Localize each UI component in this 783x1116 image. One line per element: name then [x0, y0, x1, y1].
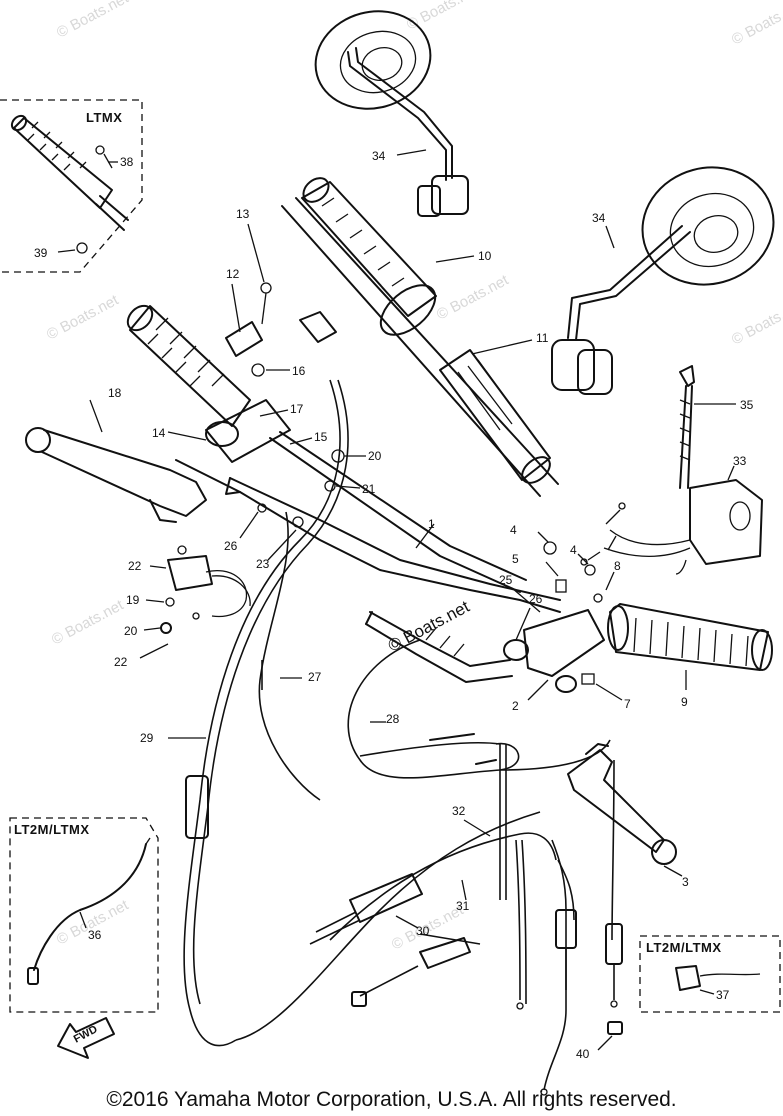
callout-30: 30 [416, 924, 430, 938]
watermark: © Boats.net [729, 0, 783, 49]
callout-29: 29 [140, 731, 154, 745]
lever-holder-12 [205, 399, 291, 463]
callout-23: 22 [128, 559, 142, 573]
callout-25: 25 [499, 573, 513, 587]
callout-7: 8 [614, 559, 621, 573]
clutch-lever-15 [25, 427, 207, 523]
throttle-housing [523, 609, 605, 693]
lt2m-box-label-right: LT2M/LTMX [646, 940, 722, 955]
strap-35 [679, 365, 695, 489]
screw-38 [95, 145, 105, 155]
callout-18: 19 [126, 593, 140, 607]
watermark: © Boats.net [44, 291, 122, 343]
callout-4a: 4 [510, 523, 517, 537]
grip-assembly-9-10 [281, 177, 559, 497]
ltmx-box-label: LTMX [86, 110, 122, 125]
nut-39 [76, 242, 88, 254]
callout-28: 28 [386, 712, 400, 726]
callout-34b: 34 [592, 211, 606, 225]
ltmx-box: LTMX 38 39 [0, 99, 143, 273]
watermark-dark: © Boats.net [385, 597, 473, 656]
callout-19: 20 [124, 624, 138, 638]
callout-38: 38 [120, 155, 134, 169]
callout-21: 20 [368, 449, 382, 463]
callout-33: 33 [733, 454, 747, 468]
callout-6: 7 [624, 697, 631, 711]
callout-20: 22 [114, 655, 128, 669]
callout-22: 21 [362, 482, 376, 496]
screw-16 [251, 363, 265, 377]
callout-37: 37 [716, 988, 730, 1002]
lt2m-box-label-left: LT2M/LTMX [14, 822, 90, 837]
callout-32: 32 [452, 804, 466, 818]
callout-14: 15 [314, 430, 328, 444]
copyright-notice: ©2016 Yamaha Motor Corporation, U.S.A. A… [106, 1088, 677, 1111]
watermark: © Boats.net [729, 296, 783, 348]
switch-33 [580, 479, 763, 575]
callout-39: 39 [34, 246, 48, 260]
watermark: © Boats.net [54, 0, 132, 42]
watermarks: © Boats.net © Boats.net © Boats.net © Bo… [44, 0, 783, 954]
mirror-top [314, 10, 469, 217]
callout-2: 2 [512, 699, 519, 713]
callout-35: 35 [740, 398, 754, 412]
brake-lever-3 [567, 743, 677, 865]
holder-11 [225, 321, 263, 357]
watermark: © Boats.net [434, 271, 512, 323]
ltmx-grip [10, 114, 129, 231]
callout-10: 11 [536, 331, 549, 345]
fwd-arrow: FWD [57, 1017, 115, 1059]
callout-17: 17 [290, 402, 304, 416]
right-grip-8 [607, 603, 773, 671]
callout-4b: 4 [570, 543, 577, 557]
left-grip [126, 304, 251, 427]
callout-24: 23 [256, 557, 270, 571]
holder-ring [205, 421, 239, 447]
callout-3: 3 [682, 875, 689, 889]
callout-31: 31 [456, 899, 470, 913]
callout-16: 16 [292, 364, 306, 378]
callout-15: 18 [108, 386, 122, 400]
watermark: © Boats.net [49, 596, 127, 648]
callout-9: 10 [478, 249, 492, 263]
callout-11: 12 [226, 267, 240, 281]
callout-1: 1 [428, 517, 435, 531]
callout-40: 40 [576, 1047, 590, 1061]
lt2m-ltmx-box-right: LT2M/LTMX 37 [639, 935, 781, 1013]
washer-22 [324, 480, 336, 492]
handlebar-1 [175, 431, 561, 683]
callout-8: 9 [681, 695, 688, 709]
callout-27: 27 [308, 670, 322, 684]
callout-13: 13 [236, 207, 250, 221]
callout-36: 36 [88, 928, 102, 942]
watermark: © Boats.net [404, 0, 482, 34]
callout-34a: 34 [372, 149, 386, 163]
callout-26b: 26 [529, 592, 543, 606]
callout-26a: 26 [224, 539, 238, 553]
screw-13 [260, 282, 272, 294]
callout-12: 14 [152, 426, 166, 440]
callout-5: 5 [512, 552, 519, 566]
lt2m-ltmx-box-left: LT2M/LTMX 36 [9, 817, 159, 1013]
mirror-right [551, 166, 775, 395]
switch-23 [167, 545, 251, 620]
